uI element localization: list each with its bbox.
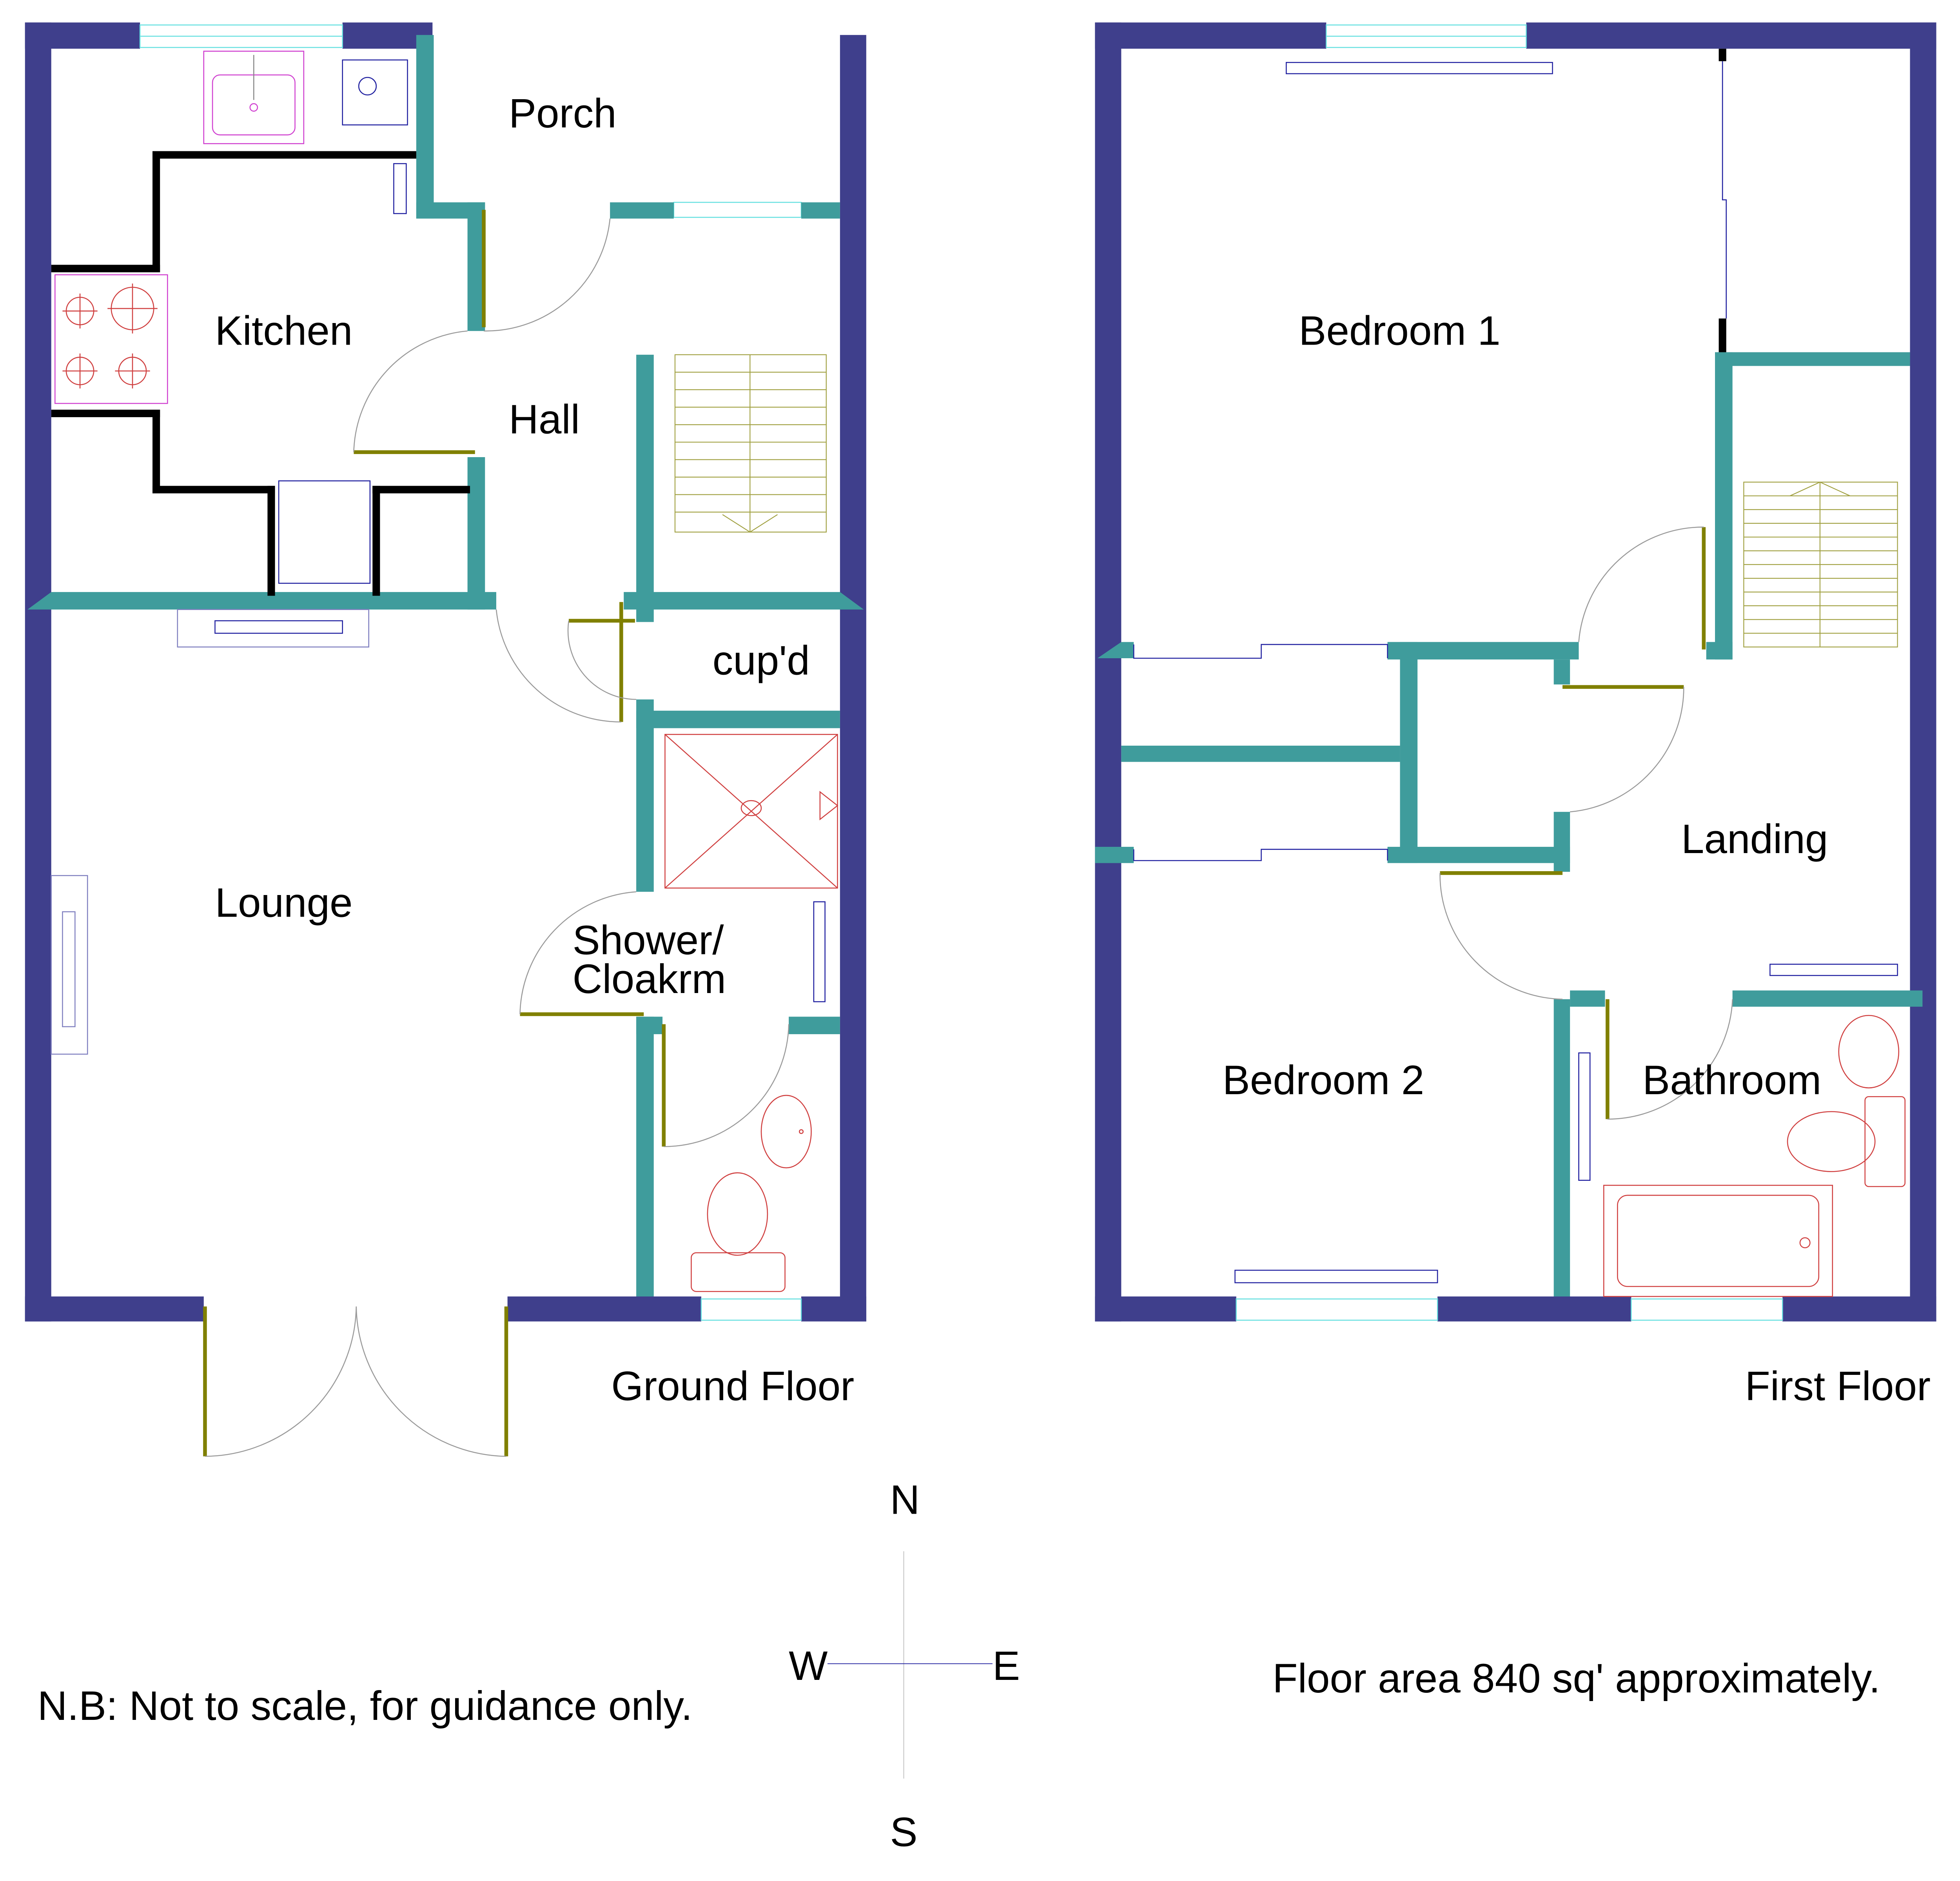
landing-radiator-icon	[1769, 964, 1898, 976]
compass-north: N	[890, 1477, 920, 1523]
ground-floor-doors	[203, 210, 789, 1457]
ground-floor-external-walls	[25, 22, 866, 1322]
first-floor-windows	[1236, 24, 1783, 1321]
ground-floor-plan: Porch Kitchen Hall cup'd Lounge Shower/ …	[25, 22, 866, 1457]
washbasin-icon	[1838, 1015, 1900, 1089]
room-label-shower-line2: Cloakrm	[572, 956, 726, 1002]
room-label-porch: Porch	[509, 91, 617, 136]
bathroom-radiator-icon	[1578, 1052, 1591, 1181]
washbasin-icon	[760, 1095, 812, 1169]
first-floor-external-walls	[1095, 22, 1936, 1322]
toilet-icon	[691, 1172, 786, 1292]
bedroom1-radiator-icon	[1285, 62, 1553, 74]
bedroom2-radiator-icon	[1234, 1269, 1438, 1284]
bedroom2-window	[1236, 1298, 1438, 1321]
shower-window	[701, 1298, 802, 1321]
first-floor-doors	[1439, 527, 1733, 1120]
disclaimer-note: N.B: Not to scale, for guidance only.	[38, 1683, 693, 1729]
shower-radiator-icon	[813, 901, 826, 1002]
kitchen-radiator-icon	[393, 163, 407, 214]
cistern-icon	[1864, 1096, 1906, 1187]
toilet-icon	[1787, 1111, 1876, 1172]
hob-icon	[54, 274, 168, 404]
lounge-side-radiator-icon	[51, 875, 88, 1055]
bath-icon	[1603, 1185, 1833, 1297]
lounge-radiator-icon	[177, 609, 369, 648]
washing-machine-icon	[342, 59, 408, 125]
wardrobe-doors-icon	[1133, 61, 1727, 861]
bathroom-window	[1631, 1298, 1783, 1321]
ground-floor-internal-walls	[27, 35, 864, 1296]
first-floor-stairs-icon	[1743, 481, 1898, 648]
first-floor-plan: Bedroom 1 Landing Bedroom 2 Bathroom Fir…	[1095, 22, 1936, 1409]
compass-west: W	[789, 1643, 828, 1689]
ground-floor-stairs-icon	[674, 354, 827, 533]
kitchen-sink-icon	[203, 51, 305, 144]
kitchen-units	[51, 151, 470, 596]
fridge-icon	[278, 480, 371, 584]
room-label-lounge: Lounge	[215, 880, 352, 926]
first-floor-internal-walls	[1095, 49, 1923, 1296]
room-label-shower-line1: Shower/	[572, 917, 724, 963]
compass: N S E W	[789, 1477, 1020, 1855]
shower-tray-icon	[664, 734, 838, 889]
room-label-bathroom: Bathroom	[1642, 1057, 1821, 1103]
compass-east: E	[993, 1643, 1020, 1689]
ground-floor-windows	[139, 24, 802, 1321]
room-label-landing: Landing	[1681, 816, 1828, 862]
room-label-cupboard: cup'd	[713, 637, 810, 683]
floor-area-note: Floor area 840 sq' approximately.	[1272, 1656, 1880, 1701]
room-label-bedroom1: Bedroom 1	[1299, 308, 1501, 354]
porch-window	[673, 202, 802, 218]
compass-south: S	[890, 1809, 917, 1855]
room-label-hall: Hall	[509, 397, 580, 443]
room-label-kitchen: Kitchen	[215, 308, 352, 354]
room-label-bedroom2: Bedroom 2	[1223, 1057, 1425, 1103]
bathroom-fixtures	[1603, 1015, 1906, 1297]
first-floor-title: First Floor	[1745, 1363, 1931, 1409]
ground-floor-title: Ground Floor	[611, 1363, 854, 1409]
